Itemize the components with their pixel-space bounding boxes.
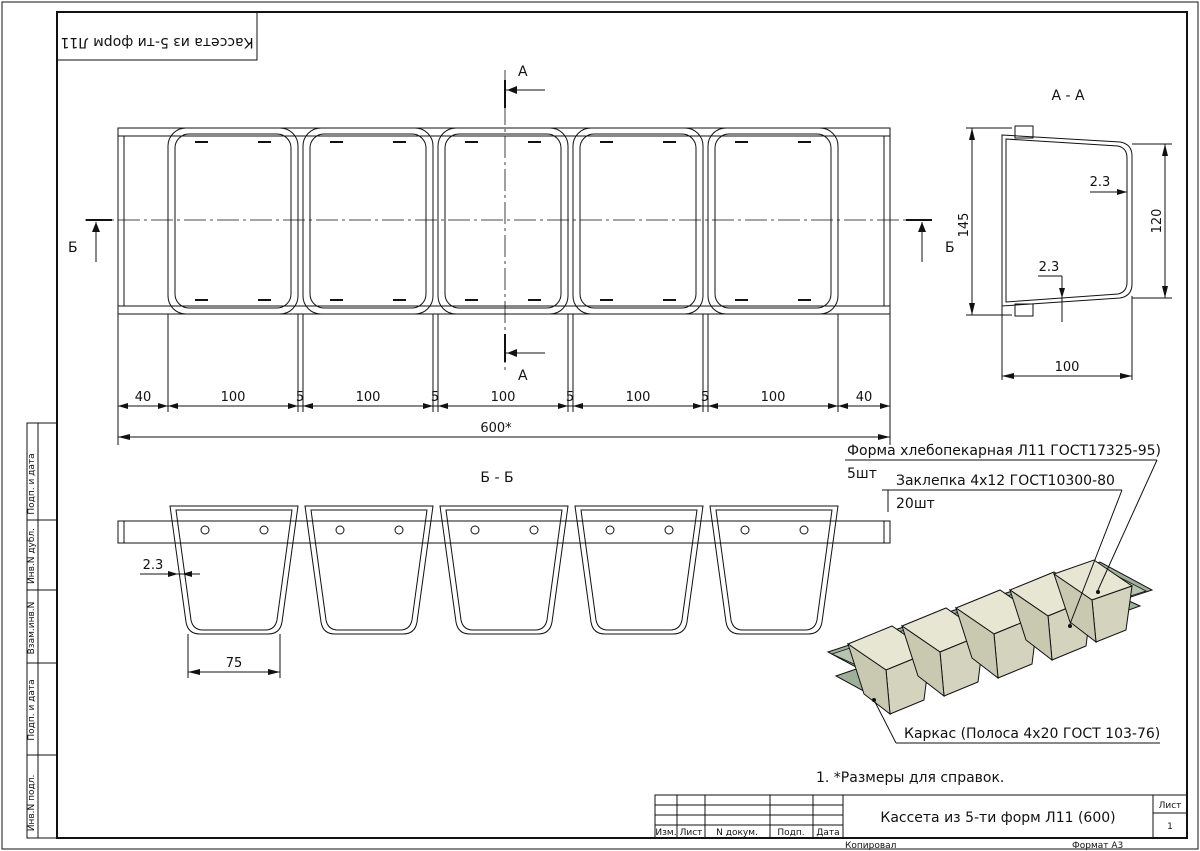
- section-a-label-bottom: А: [518, 368, 528, 384]
- strip-vzam: Взам.инв.N: [27, 602, 37, 655]
- dim-gap-4: 5: [701, 390, 709, 405]
- strip-sign-date-1: Подп. и дата: [27, 679, 37, 740]
- callout-form-qty: 5шт: [847, 466, 877, 482]
- section-bb-title: Б - Б: [480, 470, 513, 486]
- iso-form-5: [1052, 559, 1134, 644]
- tb-copied: Копировал: [845, 841, 896, 851]
- tb-col-date: Дата: [816, 828, 839, 838]
- callouts: [845, 459, 1160, 744]
- dim-form-4: 100: [626, 390, 651, 405]
- dim-end-right: 40: [856, 390, 873, 405]
- tb-col-izm: Изм.: [655, 828, 676, 838]
- tb-sheet-label: Лист: [1159, 801, 1182, 811]
- section-aa-view: А - А: [966, 88, 1172, 380]
- tb-title: Кассета из 5-ти форм Л11 (600): [880, 810, 1115, 826]
- dim-overall: 600*: [480, 421, 512, 436]
- callout-form-name: Форма хлебопекарная Л11 ГОСТ17325-95): [847, 443, 1161, 459]
- section-b-label-left: Б: [68, 240, 78, 256]
- callout-rivet-qty: 20шт: [896, 496, 935, 512]
- dim-form-3: 100: [491, 390, 516, 405]
- note-text: 1. *Размеры для справок.: [816, 770, 1004, 786]
- dim-form-1: 100: [221, 390, 246, 405]
- top-stamp-title: Кассета из 5-ти форм Л11: [60, 34, 253, 50]
- dim-end-left: 40: [135, 390, 152, 405]
- dim-bb-bottom: 75: [226, 656, 243, 671]
- strip-inv-dubl: Инв.N дубл.: [27, 528, 37, 584]
- strip-inv-podl: Инв.N подл.: [27, 775, 37, 832]
- top-stamp: Кассета из 5-ти форм Л11: [56, 11, 258, 61]
- section-a-label-top: А: [518, 64, 528, 80]
- dim-form-5: 100: [761, 390, 786, 405]
- section-a-marker-bottom: А: [504, 334, 545, 384]
- callout-rivet-name: Заклепка 4х12 ГОСТ10300-80: [896, 473, 1115, 489]
- dim-gap-2: 5: [431, 390, 439, 405]
- strip-sign-date-2: Подп. и дата: [27, 453, 37, 514]
- dim-thickness-bottom: 2.3: [1039, 260, 1060, 275]
- bb-form-2: [304, 505, 434, 635]
- dim-height-inner: 120: [1150, 209, 1165, 234]
- tb-col-list: Лист: [680, 828, 703, 838]
- top-form-4: [572, 127, 704, 315]
- top-form-3: [437, 127, 569, 315]
- tb-sheet-no: 1: [1167, 822, 1173, 832]
- tb-col-doc: N докум.: [716, 828, 758, 838]
- tb-format: Формат А3: [1072, 841, 1123, 851]
- section-a-marker-top: А: [504, 64, 545, 108]
- section-b-label-right: Б: [945, 240, 955, 256]
- bb-form-1: [169, 505, 299, 635]
- top-form-5: [707, 127, 839, 315]
- bb-form-4: [574, 505, 704, 635]
- dim-thickness-top: 2.3: [1090, 175, 1111, 190]
- dim-width: 100: [1055, 360, 1080, 375]
- callout-frame-name: Каркас (Полоса 4х20 ГОСТ 103-76): [904, 726, 1160, 742]
- title-block: [654, 794, 1188, 839]
- dim-gap-3: 5: [566, 390, 574, 405]
- top-form-1: [167, 127, 299, 315]
- dim-height-outer: 145: [957, 213, 972, 238]
- section-bb-view: Б - Б: [117, 470, 891, 678]
- iso-view: [826, 559, 1154, 716]
- top-dimensions: [117, 314, 891, 445]
- dim-gap-1: 5: [296, 390, 304, 405]
- dim-bb-thickness: 2.3: [143, 558, 164, 573]
- iso-form-2: [900, 607, 986, 698]
- side-strip: Инв.N подл. Подп. и дата Взам.инв.N Инв.…: [26, 422, 58, 839]
- dim-form-2: 100: [356, 390, 381, 405]
- tb-col-sign: Подп.: [777, 828, 804, 838]
- top-view: А А Б Б: [68, 64, 955, 445]
- section-b-marker-right: Б: [906, 219, 955, 262]
- bb-form-3: [439, 505, 569, 635]
- bb-form-5: [709, 505, 839, 635]
- section-aa-title: А - А: [1051, 88, 1085, 104]
- top-form-2: [302, 127, 434, 315]
- section-b-marker-left: Б: [68, 219, 112, 262]
